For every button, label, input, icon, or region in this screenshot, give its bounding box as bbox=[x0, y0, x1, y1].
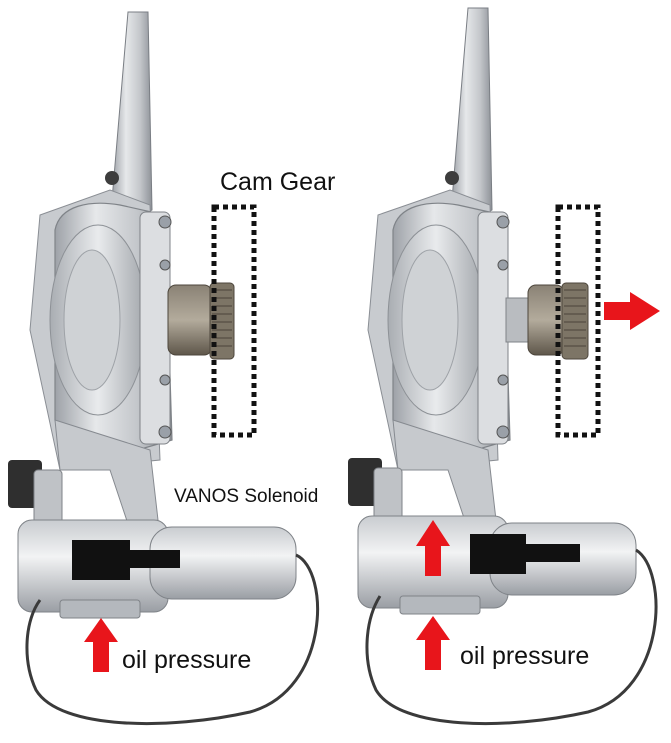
right-bolt bbox=[496, 425, 510, 439]
right-bolt bbox=[496, 215, 510, 229]
red-up-arrow-icon bbox=[84, 618, 118, 672]
right-cam-gear-outline bbox=[555, 204, 601, 438]
left-bolt bbox=[159, 259, 171, 271]
right-port-plate bbox=[399, 595, 481, 615]
left-gear-hub bbox=[167, 284, 213, 356]
left-bolt bbox=[159, 374, 171, 386]
right-bracket bbox=[451, 7, 493, 223]
red-up-arrow-icon bbox=[416, 520, 450, 576]
vanos-solenoid-label: VANOS Solenoid bbox=[174, 486, 319, 507]
right-wire bbox=[365, 548, 658, 725]
left-bolt bbox=[158, 215, 172, 229]
left-top-stud bbox=[105, 171, 119, 185]
oil-pressure-label-left: oil pressure bbox=[122, 646, 252, 674]
left-gear-teeth bbox=[209, 282, 235, 360]
left-flange bbox=[139, 211, 171, 445]
left-cover-inner bbox=[63, 249, 121, 391]
left-cam-gear-outline bbox=[211, 204, 257, 438]
right-gear-teeth bbox=[561, 282, 589, 360]
right-plunger-rod bbox=[524, 544, 580, 562]
left-plunger-body bbox=[72, 540, 130, 580]
right-bolt bbox=[497, 374, 509, 386]
left-port-plate bbox=[59, 599, 141, 619]
right-bolt bbox=[497, 259, 509, 271]
left-wire bbox=[25, 553, 319, 725]
cam-gear-label: Cam Gear bbox=[220, 168, 336, 196]
right-top-stud bbox=[445, 171, 459, 185]
left-plunger-rod bbox=[128, 550, 180, 568]
left-bolt bbox=[158, 425, 172, 439]
left-vanos-unit bbox=[8, 11, 319, 725]
red-right-arrow-icon bbox=[604, 292, 660, 330]
oil-pressure-label-right: oil pressure bbox=[460, 642, 590, 670]
right-plunger-body bbox=[470, 534, 526, 574]
right-vanos-unit bbox=[348, 7, 660, 725]
left-bracket bbox=[111, 11, 153, 223]
red-up-arrow-icon bbox=[416, 616, 450, 670]
right-flange bbox=[477, 211, 509, 445]
right-cover-inner bbox=[401, 249, 459, 391]
